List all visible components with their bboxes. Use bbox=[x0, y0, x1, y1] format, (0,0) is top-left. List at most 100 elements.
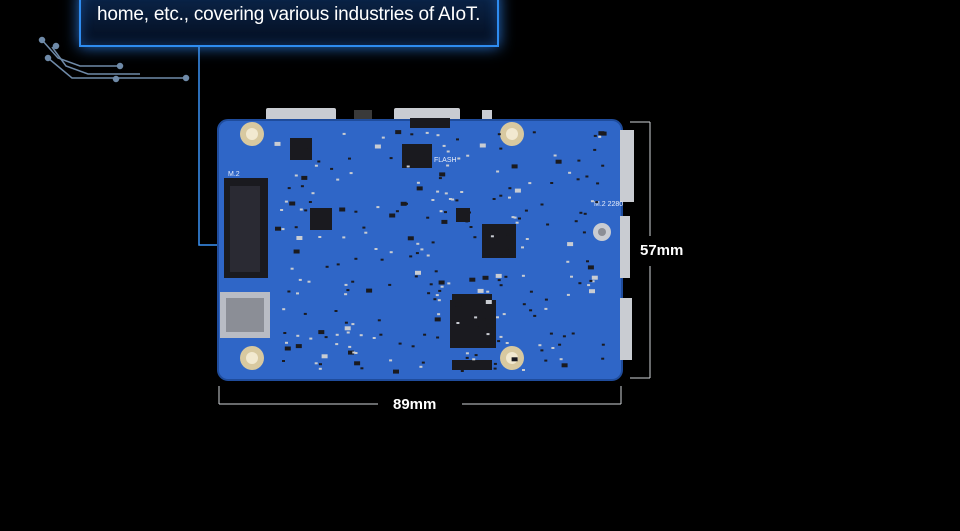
smd-part bbox=[389, 359, 393, 362]
smd-part bbox=[294, 226, 298, 229]
smd-part bbox=[474, 354, 478, 357]
usb-port bbox=[620, 130, 634, 202]
smd-part bbox=[437, 299, 441, 302]
smd-part bbox=[318, 330, 325, 335]
smd-part bbox=[567, 242, 574, 247]
smd-part bbox=[421, 361, 425, 364]
smd-part bbox=[406, 165, 410, 168]
smd-part bbox=[553, 154, 557, 157]
svg-text:FLASH: FLASH bbox=[434, 157, 457, 164]
smd-part bbox=[420, 248, 424, 251]
smd-part bbox=[281, 228, 285, 231]
smd-part bbox=[439, 172, 446, 177]
smd-part bbox=[455, 302, 462, 307]
sbc-board-image: M.2 M.2 2280 FLASH bbox=[214, 104, 634, 384]
smd-part bbox=[354, 361, 361, 366]
smd-part bbox=[395, 210, 399, 213]
smd-part bbox=[296, 334, 300, 337]
smd-part bbox=[578, 282, 582, 285]
smd-part bbox=[409, 255, 413, 258]
smd-part bbox=[451, 198, 455, 201]
smd-part bbox=[593, 134, 597, 137]
fpc-connector bbox=[410, 118, 450, 128]
smd-part bbox=[568, 171, 572, 174]
smd-part bbox=[465, 220, 469, 223]
smd-part bbox=[595, 201, 599, 204]
smd-part bbox=[342, 132, 346, 135]
smd-part bbox=[330, 167, 334, 170]
smd-part bbox=[339, 207, 346, 212]
smd-part bbox=[444, 192, 448, 195]
smd-part bbox=[566, 260, 570, 263]
smd-part bbox=[290, 267, 294, 270]
smd-part bbox=[438, 280, 445, 285]
smd-part bbox=[441, 219, 448, 224]
smd-part bbox=[374, 144, 381, 149]
smd-part bbox=[275, 226, 281, 231]
smd-part bbox=[570, 275, 573, 278]
smd-part bbox=[398, 342, 402, 345]
smd-part bbox=[587, 284, 591, 287]
smd-part bbox=[506, 233, 510, 236]
svg-text:M.2: M.2 bbox=[228, 171, 240, 178]
smd-part bbox=[466, 154, 470, 157]
smd-part bbox=[465, 352, 469, 355]
button bbox=[482, 110, 492, 124]
smd-part bbox=[438, 289, 442, 292]
smd-part bbox=[298, 278, 302, 281]
fpc-connector bbox=[452, 294, 492, 304]
smd-part bbox=[479, 143, 486, 148]
smd-part bbox=[497, 279, 501, 282]
smd-part bbox=[434, 270, 438, 273]
smd-part bbox=[429, 283, 433, 286]
smd-part bbox=[381, 136, 385, 139]
smd-part bbox=[419, 365, 423, 368]
smd-part bbox=[521, 274, 525, 277]
smd-part bbox=[304, 209, 308, 212]
smd-part bbox=[334, 310, 338, 312]
smd-part bbox=[342, 236, 346, 239]
smd-part bbox=[544, 359, 548, 362]
smd-part bbox=[325, 265, 329, 268]
smd-part bbox=[344, 293, 348, 296]
smd-part bbox=[505, 247, 509, 250]
smd-part bbox=[414, 275, 418, 278]
smd-part bbox=[442, 144, 446, 147]
smd-part bbox=[583, 212, 587, 215]
feature-callout-box: home, etc., covering various industries … bbox=[79, 0, 499, 47]
smd-part bbox=[469, 277, 476, 282]
svg-text:M.2 2280: M.2 2280 bbox=[594, 201, 623, 208]
smd-part bbox=[496, 316, 499, 319]
smd-part bbox=[439, 210, 443, 213]
smd-part bbox=[395, 130, 402, 135]
smd-part bbox=[293, 249, 300, 254]
smd-part bbox=[460, 191, 464, 193]
smd-part bbox=[354, 352, 358, 354]
smd-part bbox=[410, 133, 414, 136]
smd-part bbox=[436, 134, 440, 137]
smd-part bbox=[296, 236, 303, 240]
smd-part bbox=[336, 263, 340, 266]
smd-part bbox=[299, 208, 303, 211]
smd-part bbox=[508, 187, 512, 190]
smd-part bbox=[499, 335, 503, 338]
smd-part bbox=[416, 181, 420, 184]
smd-part bbox=[562, 335, 566, 338]
smd-part bbox=[497, 133, 501, 136]
smd-part bbox=[289, 201, 296, 206]
smd-part bbox=[349, 172, 353, 175]
width-label: 89mm bbox=[393, 396, 437, 413]
smd-part bbox=[376, 206, 380, 209]
smd-part bbox=[285, 341, 288, 344]
smd-part bbox=[448, 198, 452, 200]
smd-part bbox=[544, 298, 548, 301]
flash-chip bbox=[402, 144, 432, 168]
smd-part bbox=[499, 194, 503, 197]
smd-part bbox=[296, 292, 299, 295]
smd-part bbox=[482, 275, 489, 280]
smd-part bbox=[511, 357, 518, 362]
smd-part bbox=[544, 307, 548, 310]
smd-part bbox=[601, 343, 605, 346]
smd-part bbox=[415, 270, 421, 275]
smd-part bbox=[496, 250, 503, 255]
